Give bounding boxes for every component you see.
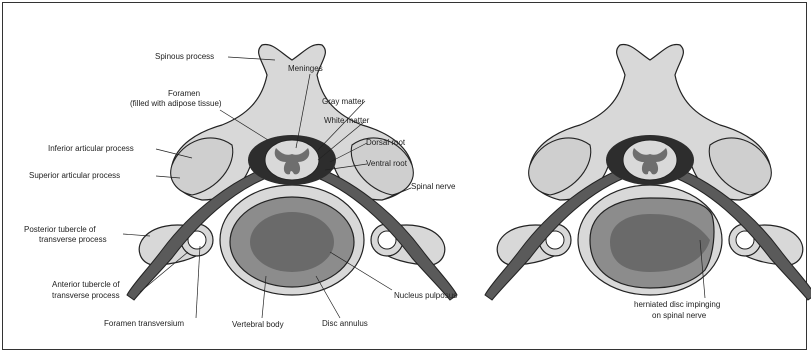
label-ventral-root: Ventral root xyxy=(366,159,408,168)
label-inferior-articular: Inferior articular process xyxy=(48,144,134,153)
label-meninges: Meninges xyxy=(288,64,323,73)
label-spinal-nerve: Spinal nerve xyxy=(411,182,456,191)
label-gray-matter: Gray matter xyxy=(322,97,365,106)
label-herniated-disc-2: on spinal nerve xyxy=(652,311,707,320)
label-foramen-transversium: Foramen transversium xyxy=(104,319,184,328)
label-nucleus-pulposus: Nucleus pulposus xyxy=(394,291,457,300)
label-anterior-tubercle-2: transverse process xyxy=(52,291,120,300)
label-posterior-tubercle-2: transverse process xyxy=(39,235,107,244)
label-superior-articular: Superior articular process xyxy=(29,171,120,180)
label-spinous-process: Spinous process xyxy=(155,52,214,61)
label-foramen: Foramen xyxy=(168,89,200,98)
label-disc-annulus: Disc annulus xyxy=(322,319,368,328)
label-foramen-adipose: (filled with adipose tissue) xyxy=(130,99,222,108)
label-vertebral-body: Vertebral body xyxy=(232,320,284,329)
label-white-matter: White matter xyxy=(324,116,370,125)
label-anterior-tubercle: Anterior tubercle of xyxy=(52,280,120,289)
right-vertebra xyxy=(485,44,811,300)
label-herniated-disc: herniated disc impinging xyxy=(634,300,720,309)
label-posterior-tubercle: Posterior tubercle of xyxy=(24,225,96,234)
label-dorsal-root: Dorsal root xyxy=(366,138,406,147)
